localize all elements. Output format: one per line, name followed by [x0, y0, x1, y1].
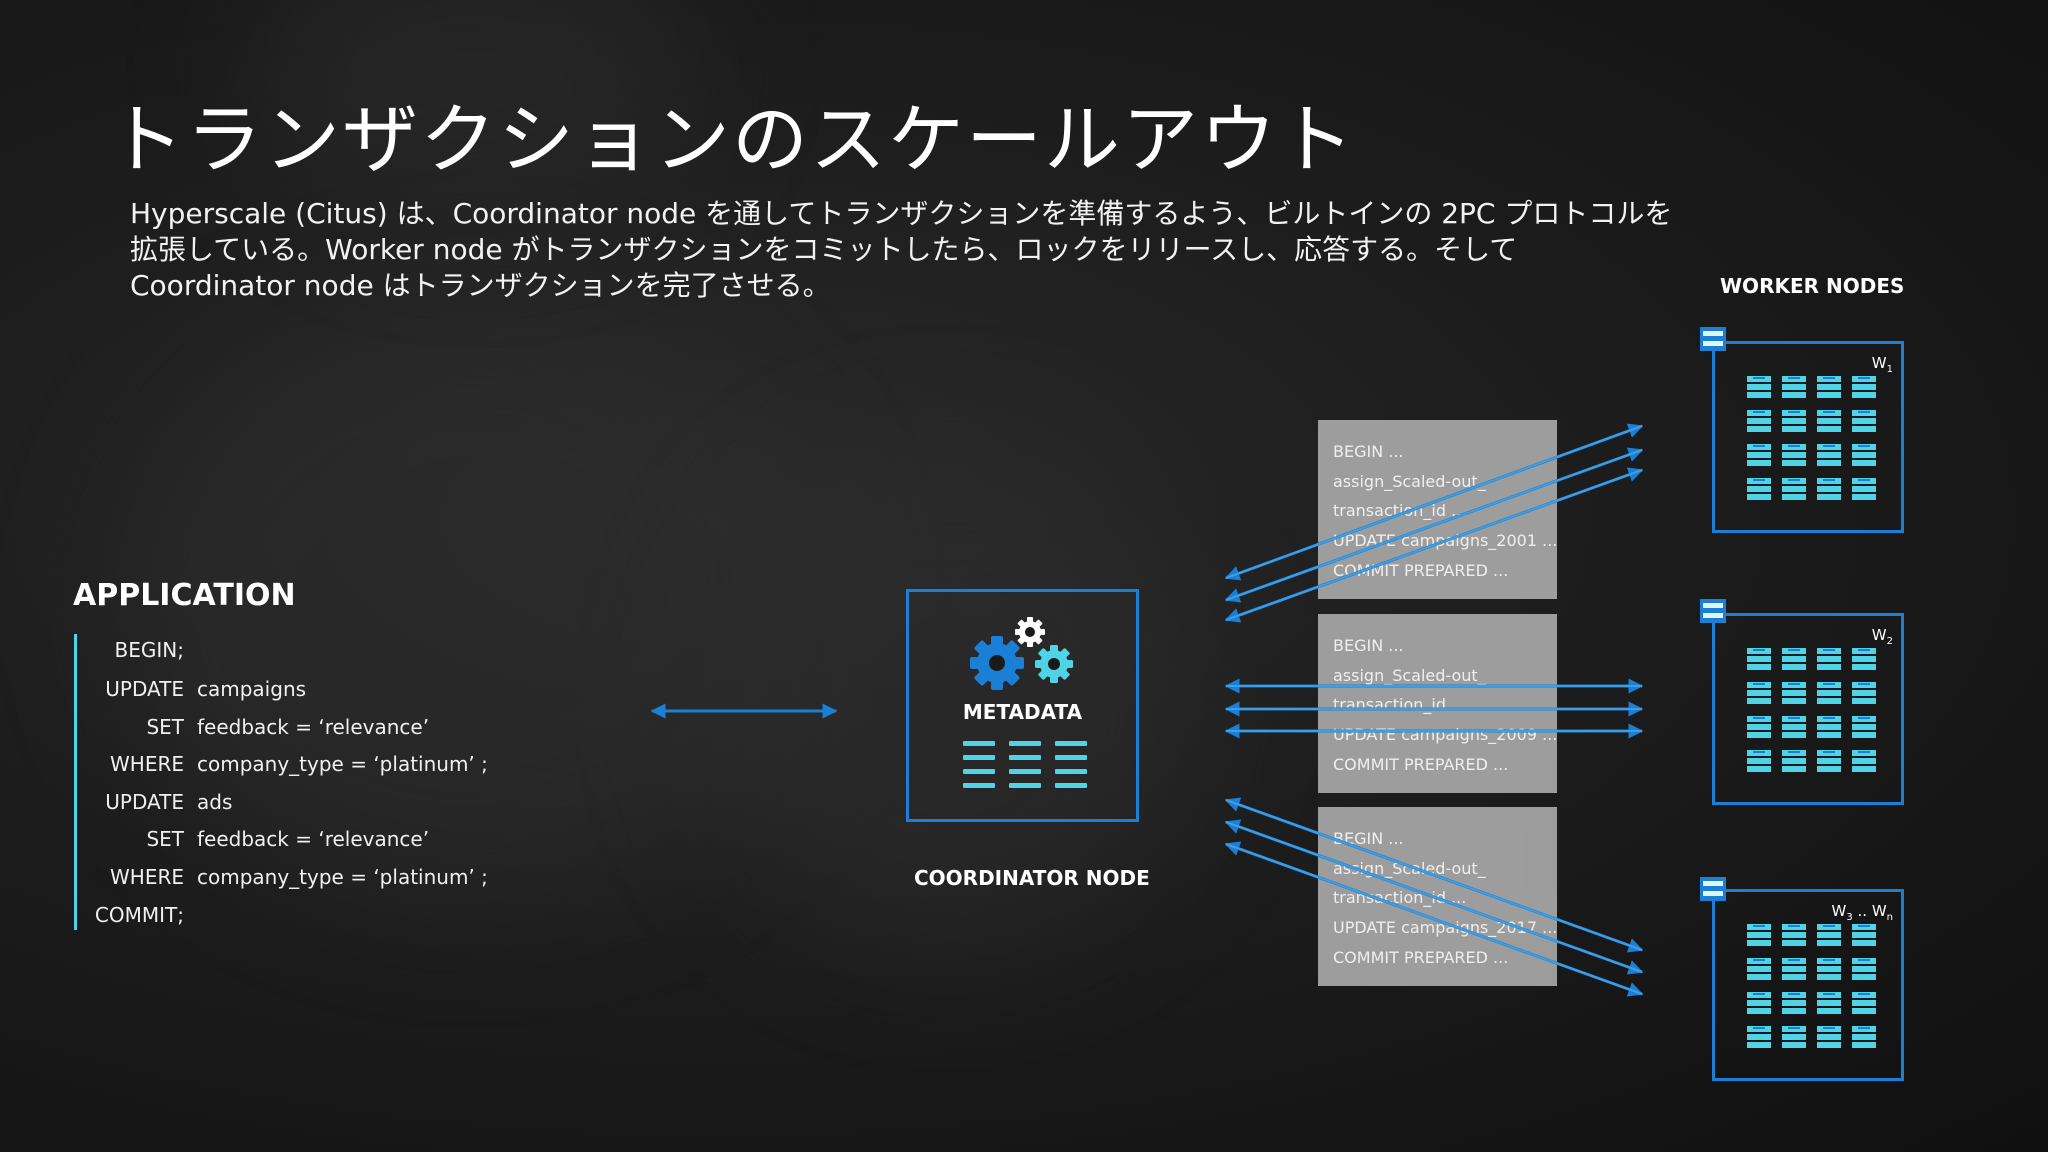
shard-table-icon	[1852, 1026, 1876, 1048]
shard-table-icon	[1852, 648, 1876, 670]
code-value: company_type = ‘platinum’ ;	[197, 865, 488, 889]
shard-table-icon	[1782, 444, 1806, 466]
application-heading: APPLICATION	[73, 578, 296, 613]
code-keyword: BEGIN;	[114, 638, 184, 662]
shard-table-icon	[1817, 444, 1841, 466]
worker-node-3: W3 .. Wn	[1712, 889, 1904, 1081]
gear-icon	[1015, 617, 1045, 647]
code-keyword: WHERE	[110, 865, 184, 889]
worker-node-1: W1	[1712, 341, 1904, 533]
shard-table-icon	[1747, 1026, 1771, 1048]
worker-label: W2	[1871, 626, 1893, 647]
worker-node-2: W2	[1712, 613, 1904, 805]
shard-table-icon	[1747, 648, 1771, 670]
shard-table-icon	[1782, 1026, 1806, 1048]
code-keyword: SET	[146, 715, 184, 739]
code-value: feedback = ‘relevance’	[197, 827, 430, 851]
metadata-label: METADATA	[962, 700, 1083, 724]
description-line-1: Hyperscale (Citus) は、Coordinator node を通…	[130, 197, 1673, 230]
shard-table-icon	[1817, 750, 1841, 772]
shard-table-icon	[1782, 958, 1806, 980]
code-keyword: SET	[146, 827, 184, 851]
shard-table-icon	[1747, 444, 1771, 466]
shard-table-icon	[1817, 478, 1841, 500]
worker-label: W1	[1871, 354, 1893, 375]
shard-table-icon	[1852, 410, 1876, 432]
shard-table-icon	[1852, 958, 1876, 980]
shard-table-icon	[1747, 958, 1771, 980]
code-keyword: UPDATE	[105, 677, 184, 701]
shard-table-icon	[1782, 648, 1806, 670]
shard-table-icon	[1782, 716, 1806, 738]
code-value: ads	[197, 790, 233, 814]
shard-table-icon	[1817, 992, 1841, 1014]
worker-label: W3 .. Wn	[1831, 902, 1893, 923]
shard-table-icon	[1747, 750, 1771, 772]
code-keyword: UPDATE	[105, 790, 184, 814]
shard-table-icon	[1782, 410, 1806, 432]
code-keyword: COMMIT;	[94, 903, 184, 927]
server-icon	[1700, 877, 1726, 901]
shard-table-icon	[1817, 1026, 1841, 1048]
shard-table-icon	[1817, 924, 1841, 946]
shard-table-icon	[1817, 376, 1841, 398]
shard-table-icon	[1747, 376, 1771, 398]
worker-nodes-heading: WORKER NODES	[1720, 274, 1905, 298]
shard-table-icon	[1747, 924, 1771, 946]
description-line-3: Coordinator node はトランザクションを完了させる。	[130, 269, 831, 302]
shard-table-icon	[1817, 958, 1841, 980]
shard-table-icon	[1782, 376, 1806, 398]
table-lines-icon	[963, 741, 1087, 788]
shard-table-icon	[1852, 750, 1876, 772]
description-line-2: 拡張している。Worker node がトランザクションをコミットしたら、ロック…	[130, 233, 1518, 266]
server-icon	[1700, 327, 1726, 351]
shard-table-icon	[1782, 478, 1806, 500]
coordinator-node-label: COORDINATOR NODE	[914, 866, 1150, 890]
code-value: company_type = ‘platinum’ ;	[197, 752, 488, 776]
shard-table-icon	[1747, 410, 1771, 432]
coordinator-node-box: METADATA	[906, 589, 1139, 822]
shard-grid-icon	[1747, 648, 1876, 772]
transaction-line: COMMIT PREPARED ...	[1333, 755, 1509, 774]
code-block-bar	[74, 634, 77, 930]
shard-table-icon	[1852, 716, 1876, 738]
shard-table-icon	[1782, 992, 1806, 1014]
shard-table-icon	[1747, 478, 1771, 500]
gear-icon	[970, 636, 1024, 690]
transaction-line: BEGIN ...	[1333, 636, 1404, 655]
shard-table-icon	[1852, 992, 1876, 1014]
shard-table-icon	[1817, 682, 1841, 704]
code-value: campaigns	[197, 677, 307, 701]
shard-table-icon	[1747, 992, 1771, 1014]
shard-table-icon	[1852, 444, 1876, 466]
slide-title: トランザクションのスケールアウト	[108, 95, 1356, 184]
shard-grid-icon	[1747, 924, 1876, 1048]
background-shape	[700, 450, 1200, 950]
shard-table-icon	[1747, 716, 1771, 738]
shard-table-icon	[1852, 376, 1876, 398]
shard-table-icon	[1852, 924, 1876, 946]
shard-table-icon	[1782, 924, 1806, 946]
shard-grid-icon	[1747, 376, 1876, 500]
server-icon	[1700, 599, 1726, 623]
shard-table-icon	[1747, 682, 1771, 704]
background-shape	[120, 300, 820, 900]
code-value: feedback = ‘relevance’	[197, 715, 430, 739]
shard-table-icon	[1817, 410, 1841, 432]
shard-table-icon	[1852, 478, 1876, 500]
code-keyword: WHERE	[110, 752, 184, 776]
shard-table-icon	[1817, 716, 1841, 738]
shard-table-icon	[1852, 682, 1876, 704]
shard-table-icon	[1782, 682, 1806, 704]
metadata-icon	[963, 617, 1087, 788]
gear-icon	[1035, 645, 1073, 683]
shard-table-icon	[1782, 750, 1806, 772]
shard-table-icon	[1817, 648, 1841, 670]
